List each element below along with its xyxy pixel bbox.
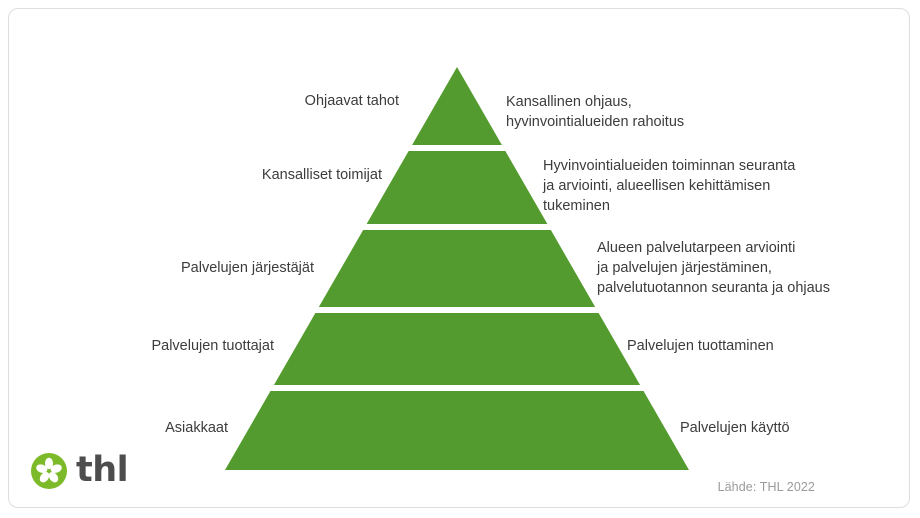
tier-5-actor-label: Asiakkaat — [165, 420, 228, 436]
thl-wordmark: thl — [76, 449, 129, 490]
tier-2-task-label: Hyvinvointialueiden toiminnan seuranta j… — [543, 158, 796, 214]
tier-3-actor-label: Palvelujen järjestäjät — [181, 260, 314, 276]
tier-4-task-label: Palvelujen tuottaminen — [627, 338, 774, 354]
figure-card: Ohjaavat tahot Kansalliset toimijat Palv… — [8, 8, 910, 508]
pyramid-tier-3 — [318, 230, 596, 307]
thl-flower-logo-icon — [31, 453, 67, 489]
tier-3-task-label: Alueen palvelutarpeen arviointi ja palve… — [597, 240, 830, 296]
tier-5-task-label: Palvelujen käyttö — [680, 420, 790, 436]
pyramid-diagram — [9, 9, 909, 507]
source-credit: Lähde: THL 2022 — [717, 480, 815, 494]
pyramid-tier-group — [225, 67, 689, 470]
pyramid-tier-1 — [412, 67, 502, 145]
tier-1-actor-label: Ohjaavat tahot — [304, 93, 399, 109]
pyramid-tier-2 — [366, 151, 548, 224]
pyramid-tier-5 — [225, 391, 689, 470]
pyramid-svg — [225, 67, 689, 470]
tier-2-actor-label: Kansalliset toimijat — [261, 167, 382, 183]
tier-4-actor-label: Palvelujen tuottajat — [151, 338, 274, 354]
tier-1-task-label: Kansallinen ohjaus, hyvinvointialueiden … — [506, 94, 685, 130]
pyramid-tier-4 — [273, 313, 641, 385]
thl-logo: thl — [31, 449, 129, 490]
